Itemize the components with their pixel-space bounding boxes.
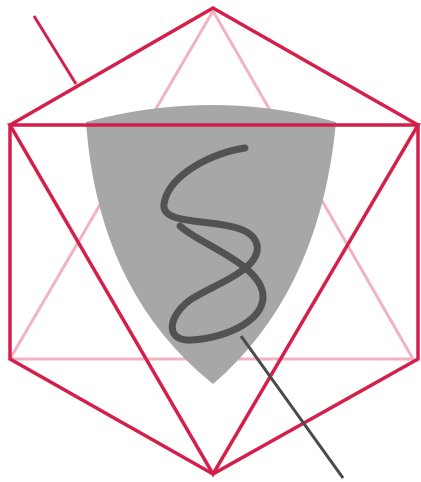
bottom-right-leader-line [241,336,343,478]
top-left-leader-line [34,16,76,84]
